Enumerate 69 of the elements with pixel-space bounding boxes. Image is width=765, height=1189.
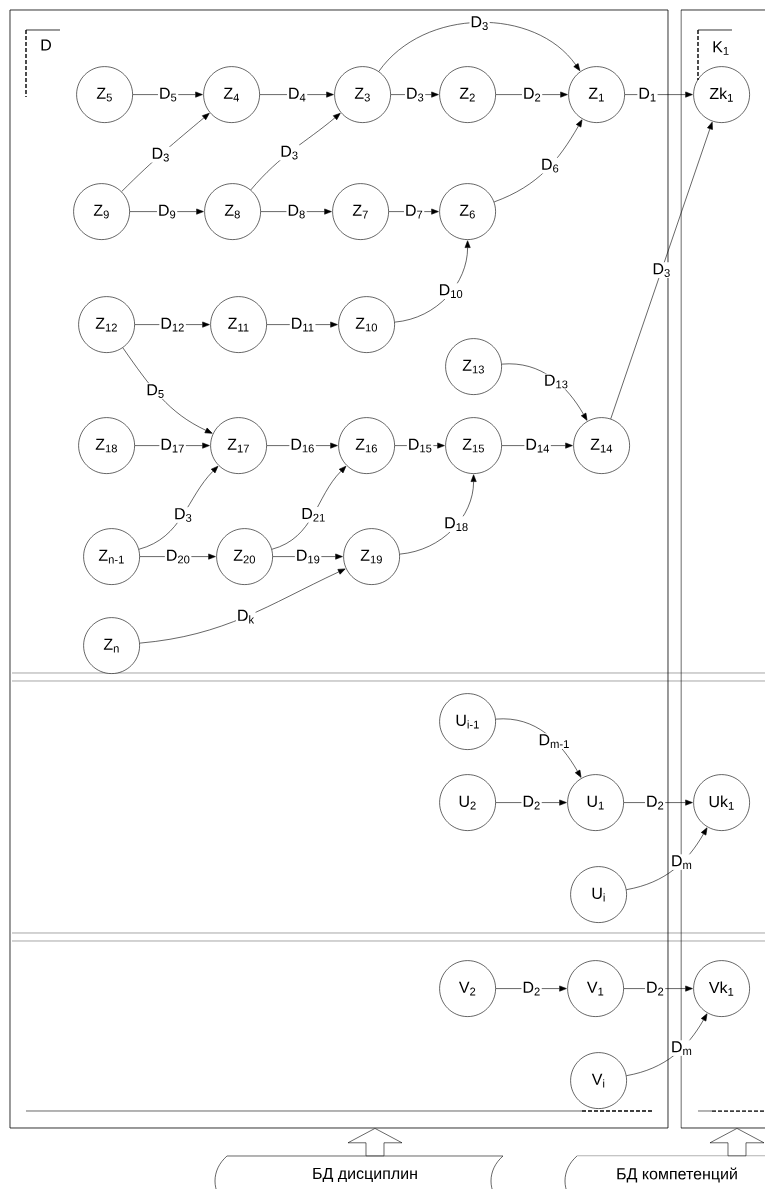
edge-label: D$_{5}$ — [145, 383, 166, 399]
arrow — [495, 799, 567, 806]
arrow — [129, 208, 204, 215]
edge-label: D$_{5}$ — [157, 86, 179, 103]
arrow — [610, 121, 713, 420]
arrow — [260, 208, 332, 215]
edge-label: D$_{2}$ — [521, 86, 543, 103]
edge-label: D$_{6}$ — [539, 157, 561, 174]
edge-label: D$_{8}$ — [286, 203, 307, 220]
arrow — [388, 208, 439, 215]
edge-label: D$_{2}$ — [645, 794, 666, 811]
edge-label: D$_{10}$ — [437, 283, 465, 299]
arrow — [378, 22, 581, 72]
arrow — [139, 553, 216, 560]
arrow — [626, 827, 708, 890]
arrow — [493, 119, 583, 203]
edge-label: D$_{9}$ — [156, 203, 178, 220]
hollow-arrow — [347, 1128, 403, 1157]
arrow — [624, 91, 693, 98]
edge-label: D$_{20}$ — [164, 548, 192, 565]
arrow — [501, 363, 588, 421]
edge-label: D$_{4}$ — [286, 86, 308, 103]
edge-label: D$_{18}$ — [443, 516, 470, 532]
edge-label: D$_{3}$ — [651, 262, 672, 278]
edge-label: D$_{14}$ — [524, 437, 551, 454]
arrow — [495, 91, 568, 98]
edge-label: D$_{m-1}$ — [537, 733, 571, 749]
edge-label: D$_{21}$ — [300, 507, 327, 523]
edge-label: D$_{2}$ — [645, 980, 666, 997]
arrow — [626, 1013, 708, 1076]
edge-label: D$_{k}$ — [235, 608, 256, 625]
arrow — [495, 718, 582, 778]
edge-label: D$_{17}$ — [159, 437, 186, 454]
panel-heading: D — [41, 39, 51, 51]
arrow — [132, 91, 203, 98]
edge-label: D$_{m}$ — [669, 1040, 694, 1056]
arrow — [138, 465, 219, 550]
edge-label: D$_{m}$ — [669, 854, 694, 870]
arrow — [266, 321, 338, 328]
arrow — [121, 113, 210, 192]
edge-label: D$_{11}$ — [289, 316, 316, 333]
edge-label: D$_{1}$ — [637, 86, 658, 103]
edge-label: D$_{3}$ — [279, 144, 300, 161]
arrow — [250, 113, 341, 191]
edge-label: D$_{2}$ — [521, 980, 542, 997]
edge-label: D$_{3}$ — [404, 86, 426, 103]
edge-label: D$_{2}$ — [521, 794, 542, 811]
arrow — [271, 465, 347, 550]
arrow — [399, 474, 477, 555]
edge-label: D$_{3}$ — [469, 15, 490, 31]
arrow — [390, 91, 439, 98]
edge-label: D$_{19}$ — [294, 548, 322, 565]
arrow — [623, 799, 693, 806]
edge-label: D$_{3}$ — [150, 146, 171, 163]
edge-label: D$_{7}$ — [403, 203, 425, 220]
edge-label: D$_{16}$ — [289, 437, 316, 454]
edge-label: D$_{13}$ — [542, 373, 570, 390]
edge-label: D$_{3}$ — [173, 507, 194, 523]
arrow — [495, 985, 567, 992]
arrow — [623, 985, 693, 992]
arrow — [259, 91, 334, 98]
arrow — [272, 553, 343, 560]
edge-label: D$_{15}$ — [406, 437, 434, 454]
arrow — [139, 568, 346, 644]
arrow — [122, 347, 213, 434]
hollow-arrow — [709, 1128, 765, 1157]
panel-heading: K$_{1}$ — [713, 41, 729, 55]
edge-label: D$_{12}$ — [159, 316, 186, 333]
arrow — [394, 240, 471, 323]
